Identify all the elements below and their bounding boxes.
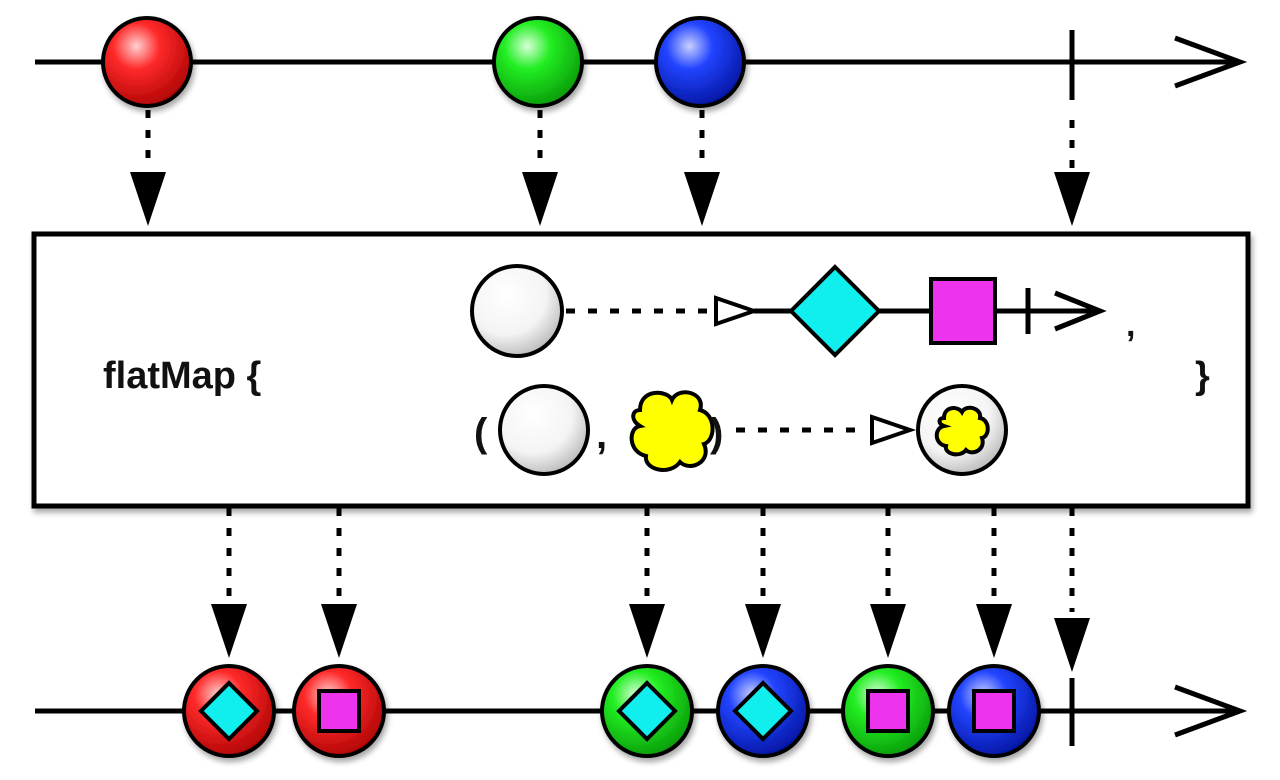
output-arrows: [211, 508, 1090, 672]
output-arrow: [629, 508, 665, 658]
result-timeline-arrowhead: [1174, 684, 1248, 738]
result-marble-red-square: [292, 664, 386, 758]
result-marble-blue-square: [947, 664, 1041, 758]
rule-separator-comma: ,: [1126, 306, 1135, 344]
result-timeline: [35, 664, 1248, 758]
result-marble-blue-diamond: [716, 664, 810, 758]
source-marble-red: [101, 16, 193, 108]
input-arrow: [522, 110, 558, 226]
output-arrow: [745, 508, 781, 658]
rule-output-arrowhead: [1054, 290, 1107, 332]
input-arrow-completion: [1054, 120, 1090, 226]
inner-diamond: [732, 680, 794, 742]
rule-tuple-circle: [498, 384, 590, 476]
rule-output-square: [929, 277, 997, 345]
rule-open-arrowhead: [714, 295, 761, 327]
rule-output-diamond: [788, 264, 882, 358]
inner-square: [972, 689, 1016, 733]
input-arrow: [684, 110, 720, 226]
output-arrow: [976, 508, 1012, 658]
inner-diamond: [616, 680, 678, 742]
input-arrows: [130, 110, 1090, 226]
rule-open-paren: (: [474, 411, 488, 455]
input-arrow: [130, 110, 166, 226]
rule-error-result-blob: [934, 405, 990, 457]
operator-close-brace: }: [1195, 355, 1210, 397]
operator-box: flatMap { } , ( , ): [31, 231, 1251, 509]
rule-input-circle: [470, 264, 564, 358]
inner-square: [866, 689, 910, 733]
operator-box-frame: [31, 231, 1251, 509]
rule-error-blob: [629, 390, 715, 472]
source-marble-green: [492, 16, 584, 108]
mapping-rule-error: ( , ): [474, 384, 1008, 476]
source-timeline-arrowhead: [1174, 35, 1248, 89]
result-marble-green-diamond: [600, 664, 694, 758]
result-marble-green-square: [841, 664, 935, 758]
rule-error-open-arrowhead: [870, 414, 917, 446]
mapping-rule-item: ,: [470, 264, 1135, 358]
output-arrow: [211, 508, 247, 658]
inner-diamond: [198, 680, 260, 742]
result-marble-red-diamond: [182, 664, 276, 758]
operator-name-label: flatMap {: [103, 355, 261, 397]
output-arrow: [870, 508, 906, 658]
source-timeline: [35, 16, 1248, 108]
output-arrow-completion: [1054, 508, 1090, 672]
rule-tuple-comma: ,: [596, 413, 607, 457]
source-marble-blue: [654, 16, 746, 108]
rule-close-paren: ): [710, 411, 723, 455]
inner-square: [317, 689, 361, 733]
output-arrow: [321, 508, 357, 658]
